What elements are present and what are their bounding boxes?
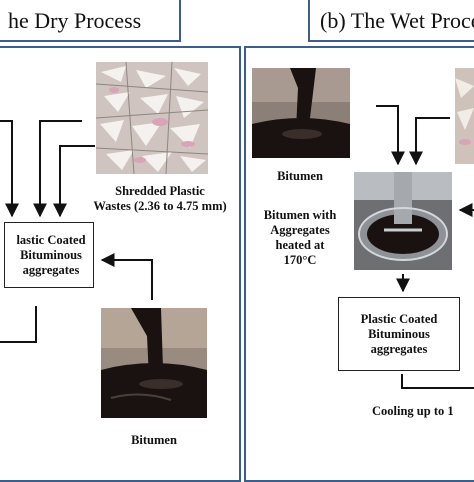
dry-arrow-bitumen xyxy=(100,253,153,300)
dry-arrow-plastic-right xyxy=(53,145,95,218)
dry-bitumen-photo xyxy=(101,308,207,418)
dry-arrow-plastic-left xyxy=(33,120,82,218)
wet-bitumen-label: Bitumen xyxy=(277,169,323,183)
wet-coated-aggregates-box: Plastic Coated Bituminous aggregates xyxy=(338,297,460,371)
heated-vessel-photo xyxy=(354,172,452,270)
dry-coated-aggregates-box: lastic Coated Bituminous aggregates xyxy=(4,222,94,288)
dry-arrow-top-left xyxy=(0,120,19,218)
wet-bitumen-photo xyxy=(252,68,350,158)
heated-aggregates-label: Bitumen with Aggregates heated at 170°C xyxy=(263,208,337,267)
cooling-label: Cooling up to 1 xyxy=(372,404,454,418)
wet-arrow-bitumen xyxy=(376,105,405,166)
wet-process-title: (b) The Wet Process xyxy=(308,0,474,42)
wet-arrow-plastic xyxy=(409,117,450,166)
wet-plastic-photo xyxy=(455,68,474,164)
shredded-plastic-label: Shredded Plastic Wastes (2.36 to 4.75 mm… xyxy=(93,184,227,213)
dry-process-title: he Dry Process xyxy=(0,0,181,42)
dry-arrow-output xyxy=(0,306,37,343)
wet-arrow-cooling xyxy=(401,374,474,389)
shredded-plastic-photo xyxy=(96,62,208,174)
dry-bitumen-label: Bitumen xyxy=(131,433,177,447)
